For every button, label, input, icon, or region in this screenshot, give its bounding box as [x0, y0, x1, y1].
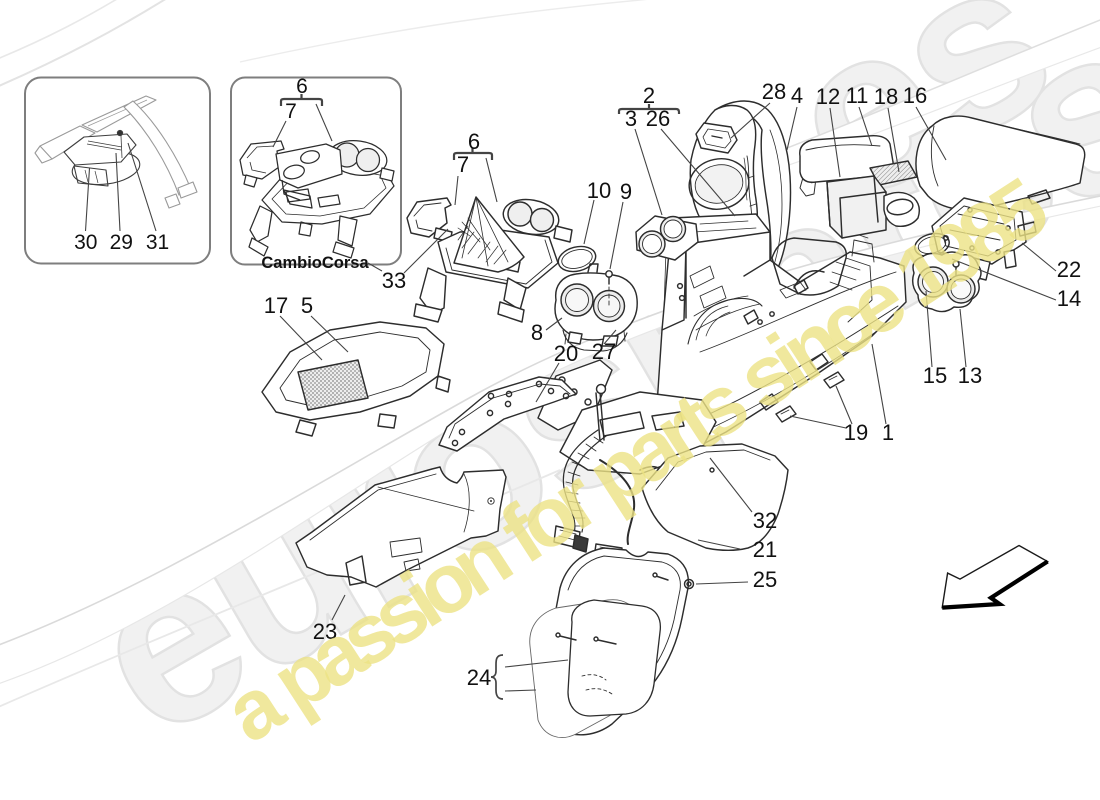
- svg-text:25: 25: [753, 567, 777, 592]
- svg-text:15: 15: [923, 363, 947, 388]
- svg-text:7: 7: [285, 100, 297, 123]
- svg-text:18: 18: [874, 84, 898, 109]
- svg-text:9: 9: [620, 179, 632, 204]
- svg-text:30: 30: [74, 231, 97, 254]
- svg-text:12: 12: [816, 84, 840, 109]
- svg-text:26: 26: [646, 106, 670, 131]
- svg-text:6: 6: [296, 75, 308, 98]
- svg-text:22: 22: [1057, 257, 1081, 282]
- svg-text:7: 7: [457, 152, 469, 177]
- svg-text:6: 6: [468, 129, 480, 154]
- svg-text:32: 32: [753, 508, 777, 533]
- svg-text:19: 19: [844, 420, 868, 445]
- svg-text:CambioCorsa: CambioCorsa: [261, 254, 369, 272]
- svg-text:5: 5: [301, 293, 313, 318]
- svg-text:28: 28: [762, 79, 786, 104]
- svg-text:31: 31: [146, 231, 169, 254]
- svg-text:8: 8: [531, 320, 543, 345]
- svg-text:16: 16: [903, 83, 927, 108]
- svg-text:24: 24: [467, 665, 491, 690]
- svg-text:2: 2: [643, 83, 655, 108]
- svg-text:21: 21: [753, 537, 777, 562]
- svg-text:3: 3: [625, 106, 637, 131]
- svg-text:1: 1: [882, 420, 894, 445]
- svg-text:29: 29: [110, 231, 133, 254]
- svg-text:11: 11: [846, 83, 869, 108]
- svg-text:10: 10: [587, 178, 611, 203]
- svg-text:13: 13: [958, 363, 982, 388]
- svg-text:14: 14: [1057, 286, 1081, 311]
- svg-text:23: 23: [313, 619, 337, 644]
- svg-text:17: 17: [264, 293, 288, 318]
- svg-text:33: 33: [382, 268, 406, 293]
- svg-text:20: 20: [554, 341, 578, 366]
- svg-text:4: 4: [791, 83, 803, 108]
- svg-text:27: 27: [592, 339, 616, 364]
